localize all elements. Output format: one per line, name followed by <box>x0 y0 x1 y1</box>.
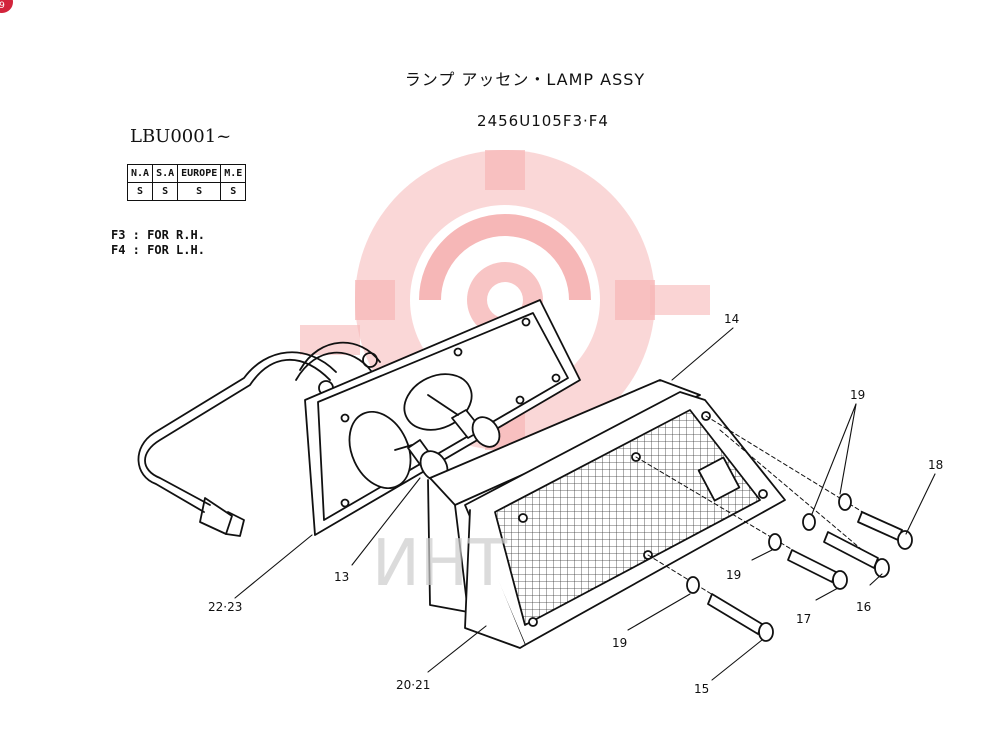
callout-19-top: 19 <box>850 388 866 402</box>
market-value-me: S <box>220 182 247 201</box>
page-badge: 9 <box>0 0 13 13</box>
callout-20-21: 20·21 <box>396 678 431 692</box>
part-number: 2456U105F3·F4 <box>477 112 609 130</box>
gasket <box>427 379 701 613</box>
callout-15: 15 <box>694 682 710 696</box>
callout-18: 18 <box>928 458 944 472</box>
callout-14: 14 <box>724 312 740 326</box>
wire-harness <box>137 341 381 537</box>
market-header-europe: EUROPE <box>177 164 222 183</box>
market-table: N.A S.A EUROPE M.E S S S S <box>126 164 247 201</box>
callout-19-bottom: 19 <box>612 636 628 650</box>
serial-range: LBU0001~ <box>130 126 232 147</box>
leader-lines <box>234 327 936 681</box>
market-header-me: M.E <box>220 164 247 183</box>
callout-16: 16 <box>856 600 872 614</box>
market-header-na: N.A <box>126 164 154 183</box>
watermark-text: ИНТ <box>372 527 508 601</box>
bulbs <box>394 394 501 482</box>
market-value-europe: S <box>177 182 222 201</box>
callout-19-mid: 19 <box>726 568 742 582</box>
callout-22-23: 22·23 <box>208 600 243 614</box>
screws <box>707 511 913 642</box>
market-value-sa: S <box>152 182 179 201</box>
callout-17: 17 <box>796 612 812 626</box>
socket-plate <box>304 299 581 536</box>
note-f3: F3 : FOR R.H. <box>111 228 205 242</box>
note-f4: F4 : FOR L.H. <box>111 243 205 257</box>
washers <box>686 493 852 594</box>
lens-housing <box>464 391 786 649</box>
market-value-na: S <box>126 182 154 201</box>
callout-13: 13 <box>334 570 350 584</box>
diagram-title: ランプ アッセン・LAMP ASSY <box>404 70 646 89</box>
market-header-sa: S.A <box>152 164 179 183</box>
